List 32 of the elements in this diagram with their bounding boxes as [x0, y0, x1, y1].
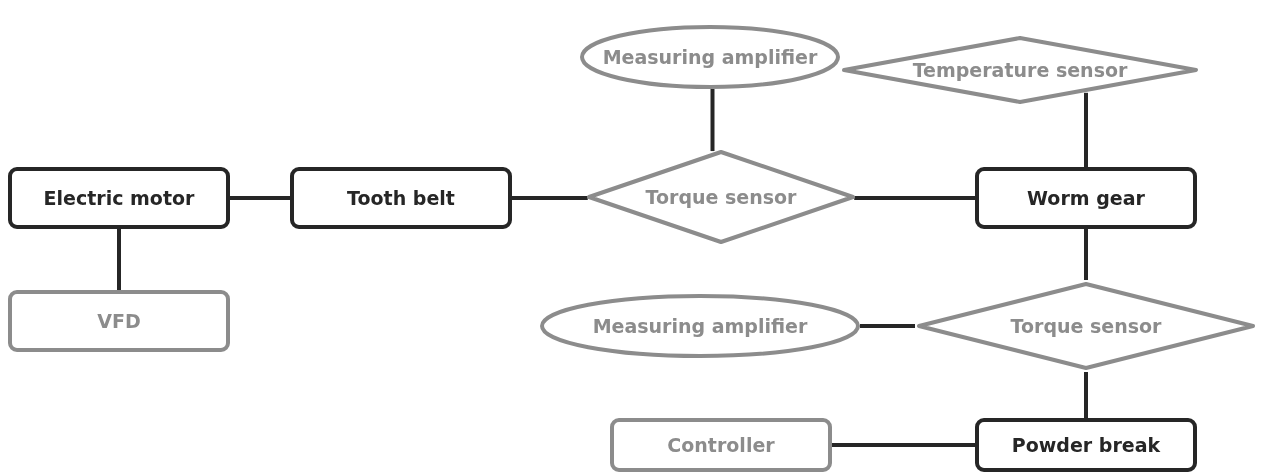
decision-diamond [915, 280, 1257, 372]
connector-line [1084, 229, 1088, 280]
decision-diamond [585, 148, 857, 246]
connector-line [512, 196, 588, 200]
connector-line [832, 443, 975, 447]
ellipse-node [540, 294, 860, 358]
node-label: Torque sensor [1010, 315, 1162, 337]
node-label: Measuring amplifier [602, 46, 818, 68]
connector-line [854, 196, 975, 200]
node-label: Controller [667, 434, 775, 456]
process-box [8, 167, 230, 229]
connector-line [710, 89, 715, 152]
node-label: Temperature sensor [912, 59, 1128, 81]
decision-diamond [840, 34, 1200, 106]
node-label: Electric motor [43, 187, 195, 209]
node-label: VFD [97, 310, 141, 332]
process-box [8, 290, 230, 352]
connector-line [1084, 372, 1088, 418]
connector-line [1084, 92, 1088, 167]
connector-line [117, 229, 121, 290]
node-label: Torque sensor [645, 186, 797, 208]
process-box [975, 418, 1197, 472]
ellipse-node [580, 25, 840, 89]
node-label: Powder break [1011, 434, 1161, 456]
connector-line [860, 324, 915, 328]
node-label: Tooth belt [347, 187, 455, 209]
node-label: Measuring amplifier [592, 315, 808, 337]
process-box [290, 167, 512, 229]
process-box [975, 167, 1197, 229]
connector-line [230, 196, 290, 200]
process-box [610, 418, 832, 472]
node-label: Worm gear [1027, 187, 1145, 209]
